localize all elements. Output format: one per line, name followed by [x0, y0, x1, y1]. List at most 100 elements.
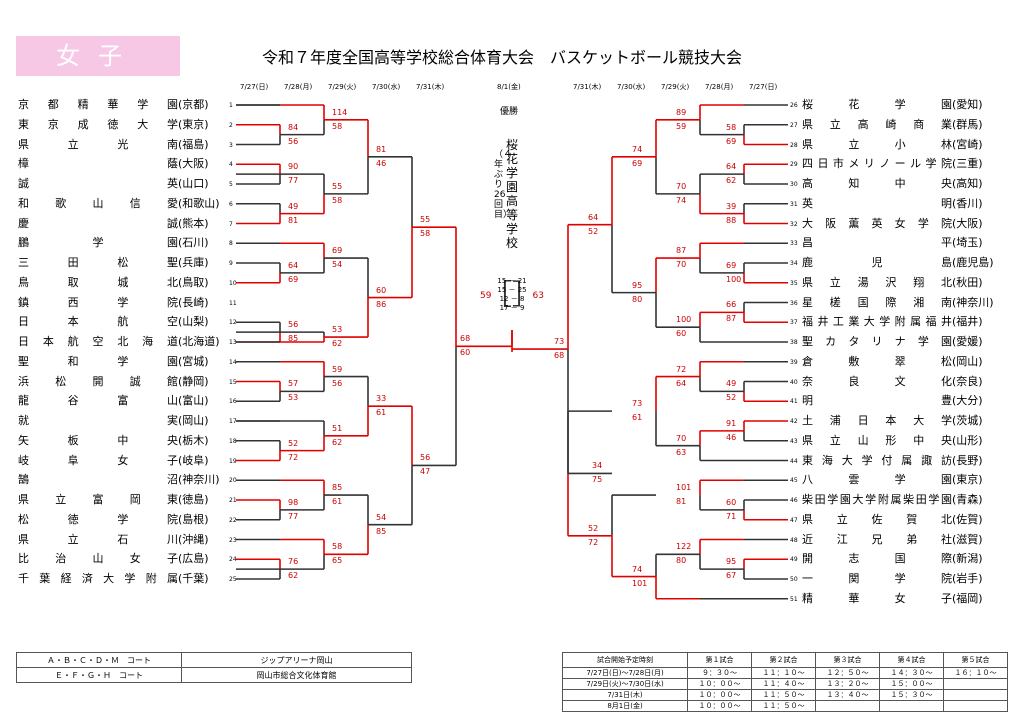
- team-row: 樟蔭(大阪): [18, 157, 226, 171]
- score: 57: [288, 379, 299, 389]
- team-row: 精華女子(福岡): [802, 592, 1002, 606]
- team-name: 浜松開誠館: [18, 374, 178, 388]
- team-row: 京都精華学園(京都): [18, 98, 226, 112]
- team-prefecture: (岐阜): [178, 453, 209, 467]
- score: 77: [288, 511, 299, 521]
- date-header: 7/30(水): [617, 83, 646, 91]
- seed-number: 6: [229, 200, 233, 208]
- score: 60: [726, 497, 737, 507]
- score: 68: [554, 351, 565, 361]
- score: 60: [376, 285, 387, 295]
- schedule-cell: １０：００～: [687, 700, 752, 712]
- team-name: 就実: [18, 414, 178, 427]
- score: 52: [726, 393, 737, 403]
- score: 70: [676, 181, 687, 191]
- seed-number: 35: [790, 279, 798, 287]
- team-prefecture: (長崎): [178, 295, 209, 309]
- team-row: 龍谷富山(富山): [18, 394, 226, 408]
- team-name: 日本航空北海道: [18, 335, 178, 348]
- schedule-header: 第５試合: [943, 652, 1008, 668]
- team-prefecture: (岡山): [178, 414, 209, 427]
- seed-number: 17: [229, 418, 237, 425]
- team-row: 倉敷翠松(岡山): [802, 355, 1002, 369]
- team-name: 開志国際: [802, 552, 952, 566]
- team-prefecture: (群馬): [952, 117, 983, 131]
- team-row: 県立小林(宮崎): [802, 138, 1002, 152]
- team-name: 星槎国際湘南: [802, 295, 952, 309]
- team-name: 柴田学園大学附属柴田学園: [802, 493, 952, 506]
- score: 100: [726, 274, 742, 284]
- team-prefecture: (山梨): [178, 315, 209, 329]
- seed-number: 29: [790, 161, 798, 169]
- team-name: 精華女子: [802, 591, 952, 605]
- score: 62: [332, 339, 343, 349]
- score: 56: [420, 453, 431, 463]
- team-row: 星槎国際湘南(神奈川): [802, 296, 1002, 310]
- quarter-score: 17 － 9: [499, 304, 525, 312]
- score: 34: [592, 461, 603, 471]
- team-name: 県立山形中央: [802, 433, 952, 447]
- score: 64: [288, 260, 299, 270]
- score: 114: [332, 107, 348, 117]
- team-prefecture: (沖縄): [178, 532, 209, 546]
- team-row: 就実(岡山): [18, 414, 226, 428]
- team-row: 和歌山信愛(和歌山): [18, 197, 226, 211]
- score: 62: [726, 176, 737, 186]
- score: 60: [460, 348, 471, 358]
- schedule-cell: １１：５０～: [751, 689, 816, 701]
- team-row: 開志国際(新潟): [802, 552, 1002, 566]
- team-row: 県立湯沢翔北(秋田): [802, 276, 1002, 290]
- score: 81: [376, 144, 387, 154]
- team-prefecture: (東京): [178, 117, 209, 131]
- team-prefecture: (新潟): [952, 552, 983, 566]
- score: 70: [676, 260, 687, 270]
- team-name: 矢板中央: [18, 433, 178, 447]
- score: 61: [632, 413, 643, 423]
- schedule-cell: １４：３０～: [879, 667, 944, 679]
- table-row: 8月1日(金) １０：００～ １１：５０～: [562, 700, 1008, 712]
- score: 89: [676, 107, 687, 117]
- team-row: 鳥取城北(鳥取): [18, 276, 226, 290]
- score: 51: [332, 423, 343, 433]
- seed-number: 39: [790, 358, 798, 366]
- team-name: 県立高崎商業: [802, 117, 952, 131]
- team-name: 聖和学園: [18, 354, 178, 368]
- team-name: 倉敷翠松: [802, 354, 952, 368]
- score: 84: [288, 122, 299, 132]
- score: 56: [288, 136, 299, 146]
- team-prefecture: (長野): [952, 453, 983, 467]
- score: 74: [676, 195, 687, 205]
- date-header: 7/30(水): [372, 83, 401, 91]
- team-row: 聖カタリナ学園(愛媛): [802, 335, 1002, 349]
- score: 54: [332, 260, 343, 270]
- table-row: Ａ・Ｂ・Ｃ・Ｄ・Ｍ コート ジップアリーナ岡山: [16, 652, 412, 668]
- score: 66: [726, 300, 737, 310]
- schedule-header: 試合開始予定時刻: [562, 652, 688, 668]
- schedule-cell: １１：４０～: [751, 678, 816, 690]
- seed-number: 36: [790, 299, 798, 307]
- team-prefecture: (東京): [952, 473, 983, 487]
- score: 100: [676, 315, 692, 325]
- seed-number: 41: [790, 398, 798, 406]
- score: 64: [726, 162, 737, 172]
- team-prefecture: (熊本): [178, 216, 209, 230]
- score: 58: [726, 122, 737, 132]
- team-prefecture: (岩手): [952, 572, 983, 585]
- seed-number: 47: [790, 516, 798, 524]
- table-row: 7/29日(火)～7/30日(水) １０：００～ １１：４０～ １３：２０～ １…: [562, 678, 1008, 690]
- score: 95: [632, 280, 643, 290]
- seed-number: 34: [790, 260, 798, 267]
- score: 74: [632, 144, 643, 154]
- team-prefecture: (福井): [952, 315, 983, 329]
- score: 64: [588, 212, 599, 222]
- team-row: 四日市メリノール学院(三重): [802, 157, 1002, 171]
- seed-number: 1: [229, 102, 233, 109]
- team-prefecture: (茨城): [952, 414, 983, 427]
- team-row: 比治山女子(広島): [18, 552, 226, 566]
- quarter-score: 15 － 25: [497, 286, 527, 294]
- score: 49: [726, 379, 737, 389]
- seed-number: 31: [790, 200, 798, 208]
- schedule-cell: 7/27日(日)～7/28日(月): [562, 667, 688, 679]
- team-prefecture: (京都): [178, 98, 209, 111]
- seed-number: 2: [229, 121, 233, 129]
